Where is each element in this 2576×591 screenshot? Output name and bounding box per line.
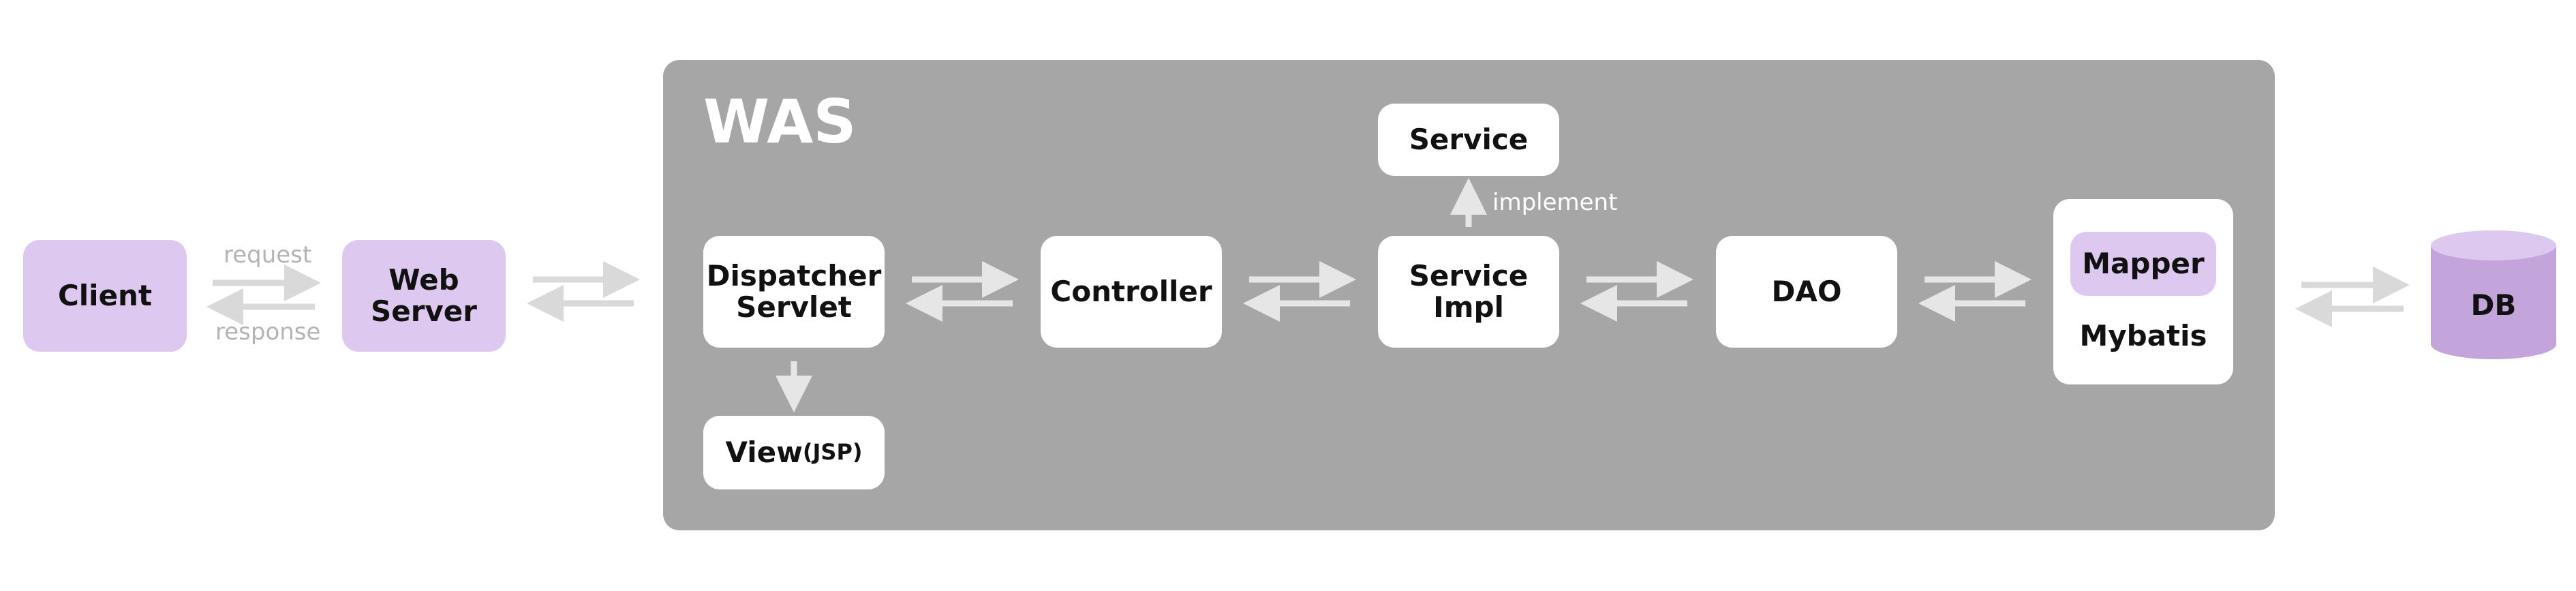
dao-node: DAO	[1716, 236, 1897, 348]
web-server-node: Web Server	[342, 240, 506, 352]
dispatcher-label-line2: Servlet	[736, 290, 852, 324]
implement-label: implement	[1492, 189, 1618, 216]
view-label: View	[725, 435, 803, 469]
service-impl-label-line2: Impl	[1433, 290, 1504, 324]
mybatis-label: Mybatis	[2079, 318, 2207, 352]
view-sub-label: (JSP)	[802, 439, 863, 466]
db-label: DB	[2470, 288, 2517, 322]
service-impl-node: Service Impl	[1378, 236, 1559, 348]
dao-label: DAO	[1771, 274, 1842, 308]
service-impl-label-line1: Service	[1409, 258, 1529, 292]
was-title: WAS	[703, 87, 857, 157]
db-node: DB	[2431, 273, 2556, 338]
client-node: Client	[23, 240, 187, 352]
controller-label: Controller	[1050, 274, 1212, 308]
service-node: Service	[1378, 104, 1559, 176]
mapper-node: Mapper	[2070, 232, 2216, 296]
mapper-label: Mapper	[2082, 246, 2205, 280]
dispatcher-servlet-node: Dispatcher Servlet	[703, 236, 885, 348]
web-server-label-line1: Web	[388, 262, 459, 297]
service-label: Service	[1409, 122, 1529, 156]
view-jsp-node: View(JSP)	[703, 416, 885, 489]
request-label: request	[224, 241, 312, 269]
controller-node: Controller	[1041, 236, 1222, 348]
dispatcher-label-line1: Dispatcher	[706, 258, 882, 292]
client-label: Client	[57, 278, 153, 312]
web-server-label-line2: Server	[370, 294, 478, 328]
response-label: response	[215, 318, 321, 346]
